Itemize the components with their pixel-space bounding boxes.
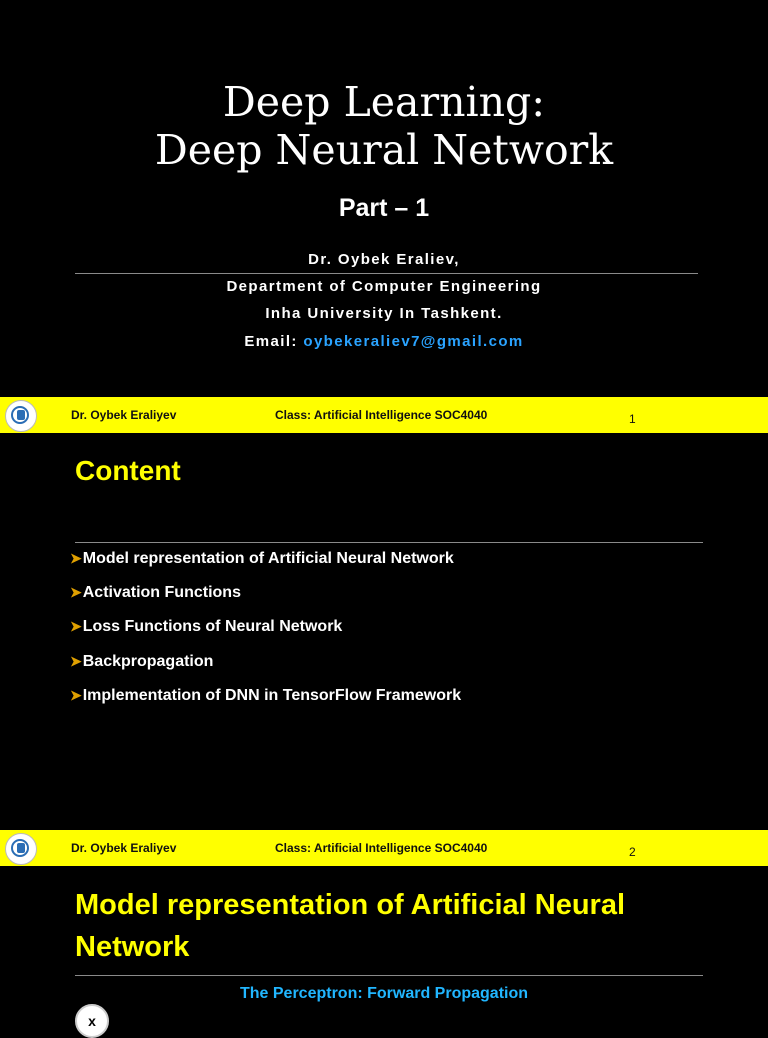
footer-bar-1: Dr. Oybek Eraliyev Class: Artificial Int…: [0, 397, 768, 433]
page-number: 2: [629, 845, 636, 859]
university-logo-icon: [5, 833, 37, 865]
author-name: Dr. Oybek Eraliev,: [308, 251, 460, 268]
bullet-arrow-icon: ➤: [70, 653, 82, 669]
footer-author: Dr. Oybek Eraliyev: [71, 408, 177, 422]
email-label: Email:: [244, 333, 298, 350]
bullet-item: ➤Implementation of DNN in TensorFlow Fra…: [70, 687, 461, 705]
content-divider: [75, 542, 703, 543]
bullet-text: Model representation of Artificial Neura…: [82, 550, 454, 567]
email-line: Email: oybekeraliev7@gmail.com: [0, 333, 768, 350]
input-node: x: [75, 1004, 109, 1038]
department: Department of Computer Engineering: [226, 278, 542, 295]
bullet-item: ➤Backpropagation: [70, 653, 213, 671]
bullet-text: Activation Functions: [82, 584, 241, 601]
model-heading: Model representation of Artificial Neura…: [75, 889, 626, 963]
footer-class: Class: Artificial Intelligence SOC4040: [275, 408, 488, 422]
bullet-text: Backpropagation: [82, 653, 214, 670]
title-divider: [75, 273, 698, 274]
university-logo-icon: [5, 400, 37, 432]
title-line-1: Deep Learning:: [222, 78, 546, 126]
email-link[interactable]: oybekeraliev7@gmail.com: [303, 333, 524, 350]
university: Inha University In Tashkent.: [265, 305, 503, 322]
bullet-text: Loss Functions of Neural Network: [82, 618, 343, 635]
content-heading: Content: [75, 455, 181, 486]
model-divider: [75, 975, 703, 976]
footer-author: Dr. Oybek Eraliyev: [71, 841, 177, 855]
bullet-arrow-icon: ➤: [70, 550, 82, 566]
page-number: 1: [629, 412, 636, 426]
footer-class: Class: Artificial Intelligence SOC4040: [275, 841, 488, 855]
bullet-item: ➤Model representation of Artificial Neur…: [70, 550, 454, 568]
bullet-arrow-icon: ➤: [70, 618, 82, 634]
bullet-text: Implementation of DNN in TensorFlow Fram…: [82, 687, 462, 704]
footer-bar-2: Dr. Oybek Eraliyev Class: Artificial Int…: [0, 830, 768, 866]
part-label: Part – 1: [338, 194, 430, 222]
bullet-item: ➤Loss Functions of Neural Network: [70, 618, 342, 636]
bullet-arrow-icon: ➤: [70, 584, 82, 600]
perceptron-subheading: The Perceptron: Forward Propagation: [239, 985, 529, 1002]
bullet-arrow-icon: ➤: [70, 687, 82, 703]
title-line-2: Deep Neural Network: [154, 126, 614, 174]
bullet-item: ➤Activation Functions: [70, 584, 241, 602]
